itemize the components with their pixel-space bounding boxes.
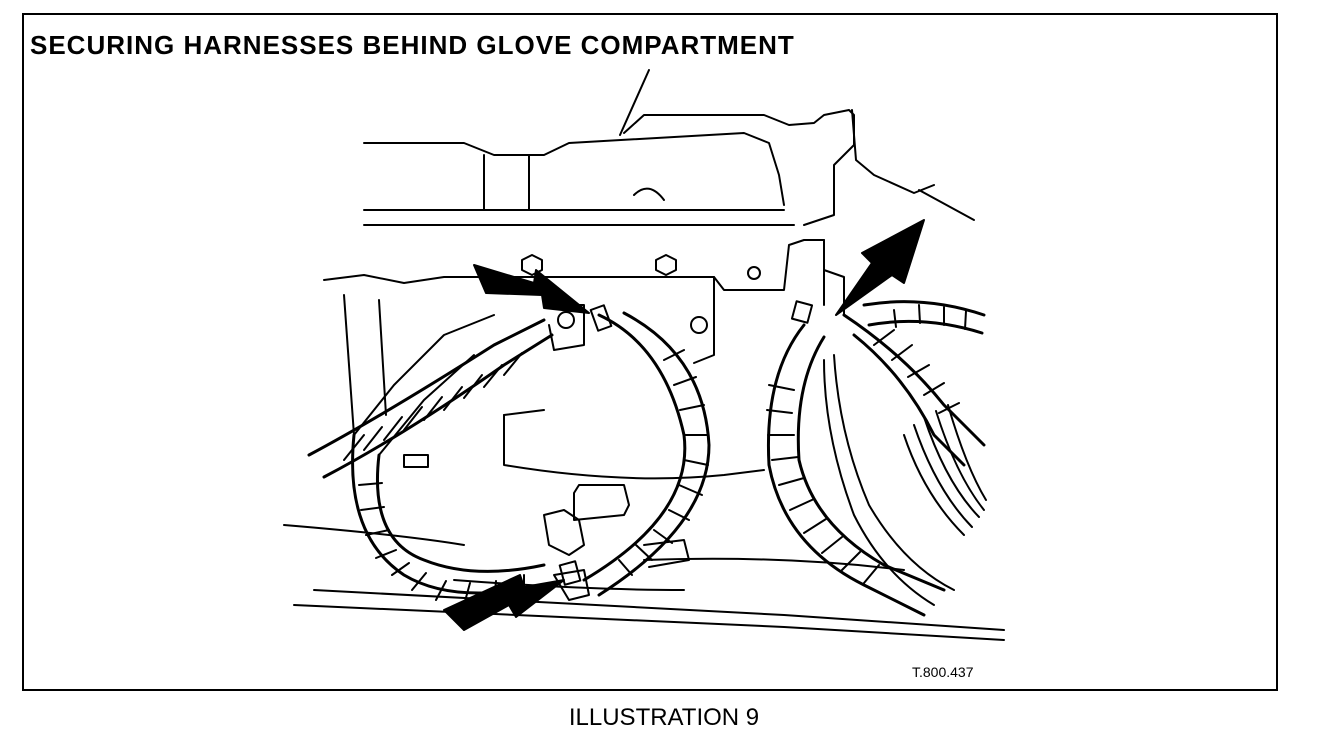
glove-box-cavity bbox=[343, 294, 765, 480]
tie-clips bbox=[403, 300, 814, 586]
figure-frame bbox=[22, 13, 1278, 691]
lower-dash bbox=[283, 524, 1005, 641]
figure-title: SECURING HARNESSES BEHIND GLOVE COMPARTM… bbox=[30, 30, 795, 60]
arrow-upper-left bbox=[473, 264, 590, 314]
left-harness bbox=[307, 311, 711, 606]
drawing-reference-number: T.800.437 bbox=[912, 664, 974, 680]
arrow-lower bbox=[443, 574, 565, 631]
arrow-upper-right bbox=[835, 219, 925, 316]
connector bbox=[543, 484, 690, 601]
right-harness bbox=[766, 300, 987, 617]
glove-compartment-harness-drawing bbox=[283, 69, 1005, 641]
dash-panel bbox=[363, 109, 975, 226]
mounting-bracket bbox=[323, 239, 845, 364]
illustration-caption: ILLUSTRATION 9 bbox=[568, 704, 760, 731]
